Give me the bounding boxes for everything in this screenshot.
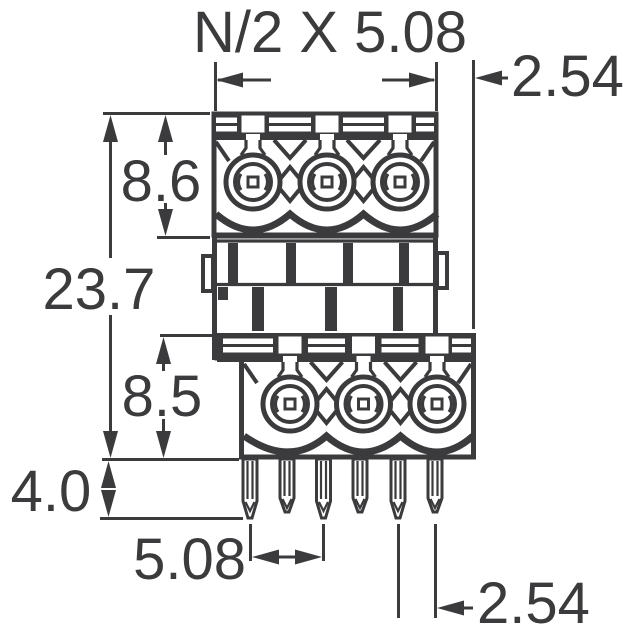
arrow-right-icon [409,72,436,88]
screw-terminal [260,374,320,434]
dim-label-pin-pitch: 5.08 [133,527,246,592]
dim-label-upper-body-height: 8.6 [121,149,202,214]
connector-lower-body [217,333,476,460]
screw-terminal [223,152,283,212]
dim-label-top-width: N/2 X 5.08 [193,0,467,65]
dim-label-overall-height: 23.7 [43,257,156,322]
arrow-left-icon [216,72,243,88]
arrow-up-icon [103,115,118,142]
screw-terminal [407,374,467,434]
side-latch-left [201,254,215,293]
dim-label-pin-row-offset: 2.54 [477,571,590,636]
arrow-down-icon [158,209,173,236]
pin [278,457,296,514]
dim-pin-row-offset: 2.54 [397,524,590,636]
dim-pin-length: 4.0 [11,458,243,524]
dim-label-row-offset-top: 2.54 [511,44,624,109]
dim-overall-height: 23.7 [43,115,156,458]
arrow-left-icon [252,549,279,565]
arrow-down-icon [103,431,118,458]
arrow-left-icon [437,600,464,616]
solder-pins [239,454,476,520]
arrow-left-icon [475,70,502,86]
arrow-up-icon [158,115,173,142]
dim-top-width: N/2 X 5.08 [193,0,467,111]
dim-upper-body-height: 8.6 [103,112,210,239]
arrow-down-icon [101,490,116,517]
dim-label-lower-body-height: 8.5 [122,364,203,429]
screw-terminal [370,152,430,212]
dim-row-offset-top: 2.54 [472,44,624,329]
connector-upper-body [211,111,440,239]
screw-terminal [334,374,393,434]
arrow-up-icon [156,337,171,364]
side-latch-right [435,251,449,290]
pin [351,457,369,514]
arrow-up-icon [101,461,116,488]
dim-lower-body-height: 8.5 [122,334,213,458]
arrow-down-icon [156,431,171,458]
connector-middle-body [201,237,449,361]
dim-label-pin-length: 4.0 [11,459,92,524]
dim-pin-pitch: 5.08 [133,524,325,592]
pin [426,457,444,514]
screw-terminal [297,152,357,212]
arrow-right-icon [295,549,322,565]
